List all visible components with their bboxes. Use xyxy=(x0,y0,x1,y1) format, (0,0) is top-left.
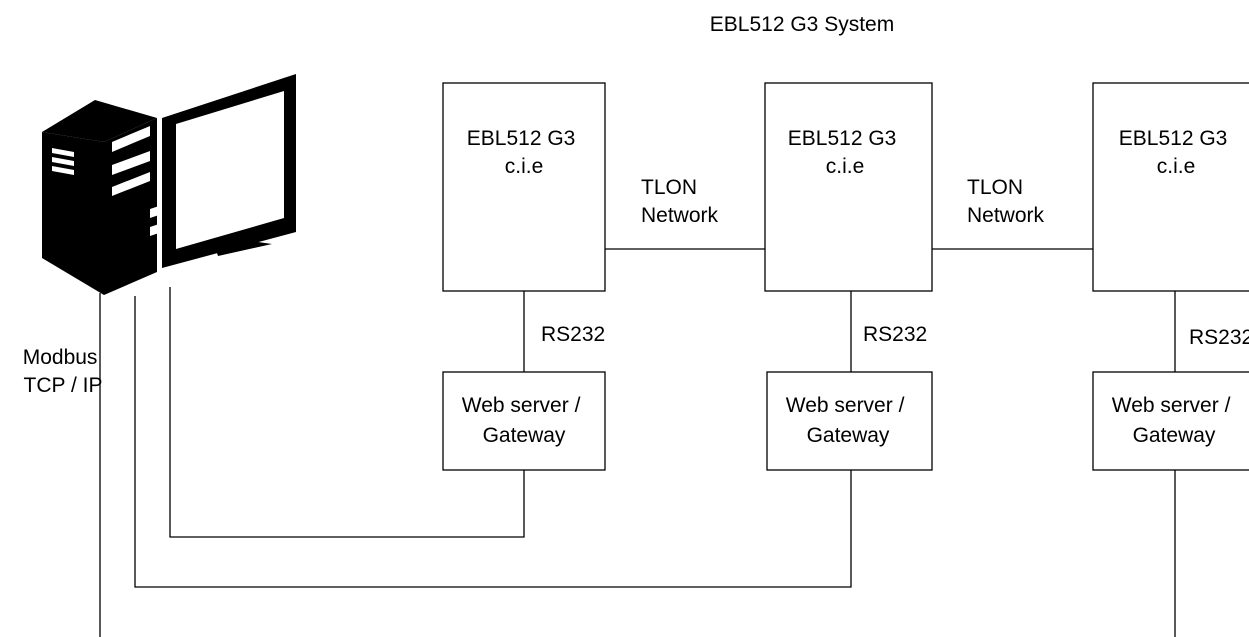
svg-text:EBL512 G3 c.i.e: EBL512 G3 c.i.e xyxy=(1119,127,1233,178)
gateway-2-sublabel: Gateway xyxy=(807,424,890,447)
gateway-1: Web server / Gateway xyxy=(442,371,606,471)
modbus-label-line-1: Modbus xyxy=(23,346,98,369)
gateway-2-box xyxy=(766,371,933,471)
panel-3-label: EBL512 G3 xyxy=(1119,127,1228,150)
modbus-label-line-2: TCP / IP xyxy=(24,374,103,397)
gateway-3-sublabel: Gateway xyxy=(1133,424,1216,447)
tlon-label-2-line-2: Network xyxy=(967,204,1045,227)
link-computer-gateway-1 xyxy=(169,287,525,538)
panel-1-box xyxy=(442,82,606,292)
panel-1: EBL512 G3 c.i.e xyxy=(442,82,606,292)
gateway-2-label: Web server / xyxy=(786,394,905,417)
rs232-label-2: RS232 xyxy=(863,323,927,346)
gateway-2: Web server / Gateway xyxy=(766,371,933,471)
gateway-3: Web server / Gateway xyxy=(1092,371,1249,471)
svg-text:EBL512 G3 c.i.e: EBL512 G3 c.i.e xyxy=(467,127,581,178)
panel-2: EBL512 G3 c.i.e xyxy=(764,82,933,292)
gateway-1-box xyxy=(442,371,606,471)
desktop-computer-icon xyxy=(42,74,296,295)
system-title: EBL512 G3 System xyxy=(710,13,894,36)
panel-3: EBL512 G3 c.i.e xyxy=(1092,82,1249,292)
panel-2-box xyxy=(764,82,933,292)
panel-2-label: EBL512 G3 xyxy=(788,127,897,150)
modbus-label: Modbus TCP / IP xyxy=(23,346,104,397)
rs232-label-1: RS232 xyxy=(541,323,605,346)
panel-1-sublabel: c.i.e xyxy=(505,155,544,178)
svg-text:EBL512 G3 c.i.e: EBL512 G3 c.i.e xyxy=(788,127,902,178)
panel-3-sublabel: c.i.e xyxy=(1157,155,1196,178)
tlon-label-2-line-1: TLON xyxy=(967,176,1023,199)
svg-text:Web server / Gateway: Web server / Gateway xyxy=(1112,394,1237,447)
panel-2-sublabel: c.i.e xyxy=(826,155,865,178)
link-computer-gateway-2 xyxy=(134,296,852,588)
rs232-label-3: RS232 xyxy=(1189,326,1249,349)
panel-3-box xyxy=(1092,82,1249,292)
panel-1-label: EBL512 G3 xyxy=(467,127,576,150)
svg-text:Web server / Gateway: Web server / Gateway xyxy=(786,394,911,447)
tlon-label-2: TLON Network xyxy=(967,176,1045,227)
gateway-1-label: Web server / xyxy=(462,394,581,417)
svg-text:Web server / Gateway: Web server / Gateway xyxy=(462,394,587,447)
tlon-label-1-line-1: TLON xyxy=(641,176,697,199)
tlon-label-1: TLON Network xyxy=(641,176,719,227)
gateway-1-sublabel: Gateway xyxy=(483,424,566,447)
gateway-3-label: Web server / xyxy=(1112,394,1231,417)
tlon-label-1-line-2: Network xyxy=(641,204,719,227)
gateway-3-box xyxy=(1092,371,1249,471)
